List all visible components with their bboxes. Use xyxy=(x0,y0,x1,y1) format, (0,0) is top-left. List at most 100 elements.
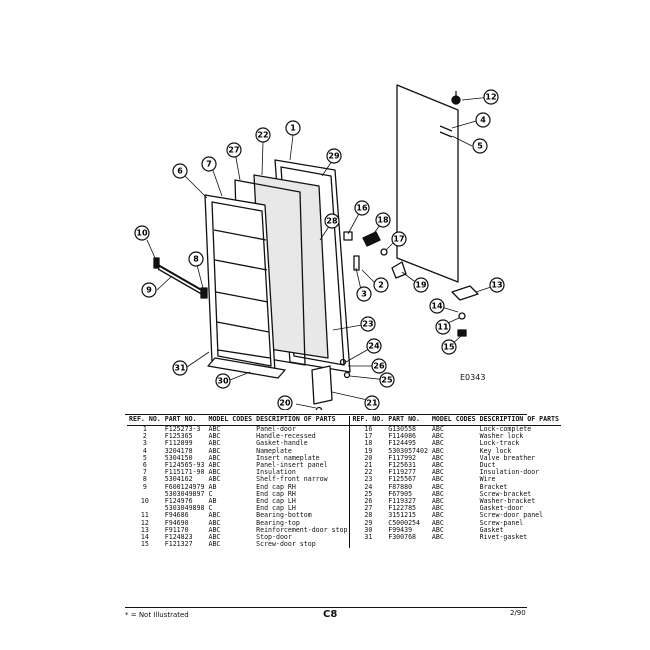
header-description: DESCRIPTION OF PARTS xyxy=(254,416,350,426)
cell-ref: 19 xyxy=(349,447,387,455)
cell-part: F124495 xyxy=(388,439,417,448)
cell-model: C xyxy=(208,504,213,513)
cell-part: F124976 xyxy=(164,497,193,506)
cell-desc: Reinforcement-door stop xyxy=(256,525,348,534)
not-illustrated-note: * = Not Illustrated xyxy=(125,611,189,619)
cell-model: ABC xyxy=(208,525,221,534)
cell-ref: 31 xyxy=(349,533,387,542)
svg-text:28: 28 xyxy=(326,217,338,226)
callout-11: 11 xyxy=(435,319,451,335)
svg-text:13: 13 xyxy=(491,281,502,290)
page-code: C8 xyxy=(323,609,338,620)
cell-ref: 25 xyxy=(349,490,387,499)
svg-text:14: 14 xyxy=(431,302,443,311)
callout-19: 19 xyxy=(413,277,429,293)
cell-desc: Lock-complete xyxy=(479,425,532,433)
cell-model: ABC xyxy=(431,504,444,513)
callout-27: 27 xyxy=(226,142,242,158)
svg-text:18: 18 xyxy=(377,216,389,225)
cell-part: F125273-3 xyxy=(164,425,201,433)
cell-part: F94690 xyxy=(164,518,189,527)
callout-26: 26 xyxy=(371,358,387,374)
cell-ref: 26 xyxy=(349,497,387,506)
cell-desc: End cap LH xyxy=(256,497,296,506)
cell-ref: 14 xyxy=(140,533,149,542)
cell-ref: 2 xyxy=(142,432,147,441)
cell-ref: 20 xyxy=(349,454,387,463)
callout-28: 28 xyxy=(324,213,340,229)
cell-ref: 12 xyxy=(140,518,149,527)
svg-text:21: 21 xyxy=(366,399,378,408)
cell-model: ABC xyxy=(431,533,444,542)
cell-desc: Bearing-bottom xyxy=(256,511,312,520)
svg-text:8: 8 xyxy=(193,255,199,264)
svg-text:5: 5 xyxy=(477,142,483,151)
cell-part: F115171-90 xyxy=(164,468,205,477)
cell-ref: 27 xyxy=(349,505,387,513)
cell-desc: Gasket-handle xyxy=(256,439,308,448)
cell-part: 3151215 xyxy=(388,511,417,520)
cell-desc: Insulation xyxy=(256,468,296,477)
cell-model: ABC xyxy=(208,468,221,477)
header-part-no: PART NO. xyxy=(162,416,207,426)
svg-text:17: 17 xyxy=(393,235,404,244)
cell-desc: End cap RH xyxy=(256,489,296,498)
cell-part: F87880 xyxy=(388,482,413,491)
cell-desc: End cap RH xyxy=(256,482,296,491)
cell-model: ABC xyxy=(431,518,444,527)
cell-model: ABC xyxy=(431,489,444,498)
callout-8: 8 xyxy=(188,251,204,267)
callout-7: 7 xyxy=(201,156,217,172)
inner-door-panel xyxy=(204,194,276,373)
svg-text:24: 24 xyxy=(368,342,380,351)
callout-17: 17 xyxy=(391,231,407,247)
parts-list-table: REF. NO. PART NO. MODEL CODES DESCRIPTIO… xyxy=(127,416,561,549)
cell-part: F99439 xyxy=(388,525,413,534)
cell-part: F117992 xyxy=(388,453,417,462)
cell-part: 3204178 xyxy=(164,446,193,455)
cell-part: F121327 xyxy=(164,540,193,549)
cell-desc: Lock-track xyxy=(479,439,520,448)
cell-ref: 9 xyxy=(142,482,147,491)
cell-model: ABC xyxy=(431,453,444,462)
cell-model xyxy=(430,541,478,548)
cell-ref: 18 xyxy=(349,440,387,448)
cell-ref: 5 xyxy=(142,453,147,462)
cell-ref: 4 xyxy=(142,446,147,455)
cell-ref: 22 xyxy=(349,469,387,477)
cell-model: ABC xyxy=(431,497,444,506)
cell-desc: Insert nameplate xyxy=(256,453,320,462)
callout-2: 2 xyxy=(373,277,389,293)
callout-12: 12 xyxy=(483,89,499,105)
cell-ref: 7 xyxy=(142,468,147,477)
callout-14: 14 xyxy=(429,298,445,314)
header-model-codes: MODEL CODES xyxy=(206,416,255,426)
cell-model: ABC xyxy=(208,432,221,441)
cell-ref: 28 xyxy=(349,512,387,520)
cell-desc: Bearing-top xyxy=(256,518,300,527)
cell-model: AB xyxy=(208,497,217,506)
cell-model: ABC xyxy=(431,482,444,491)
cell-ref: 17 xyxy=(349,432,387,441)
cell-desc: Wire xyxy=(479,475,496,484)
cell-part: 5304162 xyxy=(164,475,193,484)
cell-part: 5303049897 xyxy=(164,489,205,498)
callout-16: 16 xyxy=(354,200,370,216)
cell-part: 5303057402 xyxy=(388,446,428,455)
cell-desc: Valve breather xyxy=(479,453,536,462)
header-model-codes: MODEL CODES xyxy=(429,416,478,426)
cell-model: ABC xyxy=(431,439,444,448)
cell-part: F119327 xyxy=(388,497,417,506)
cell-model: AB xyxy=(208,482,217,491)
lock-assembly xyxy=(343,231,407,279)
cell-part: F114086 xyxy=(388,432,417,441)
